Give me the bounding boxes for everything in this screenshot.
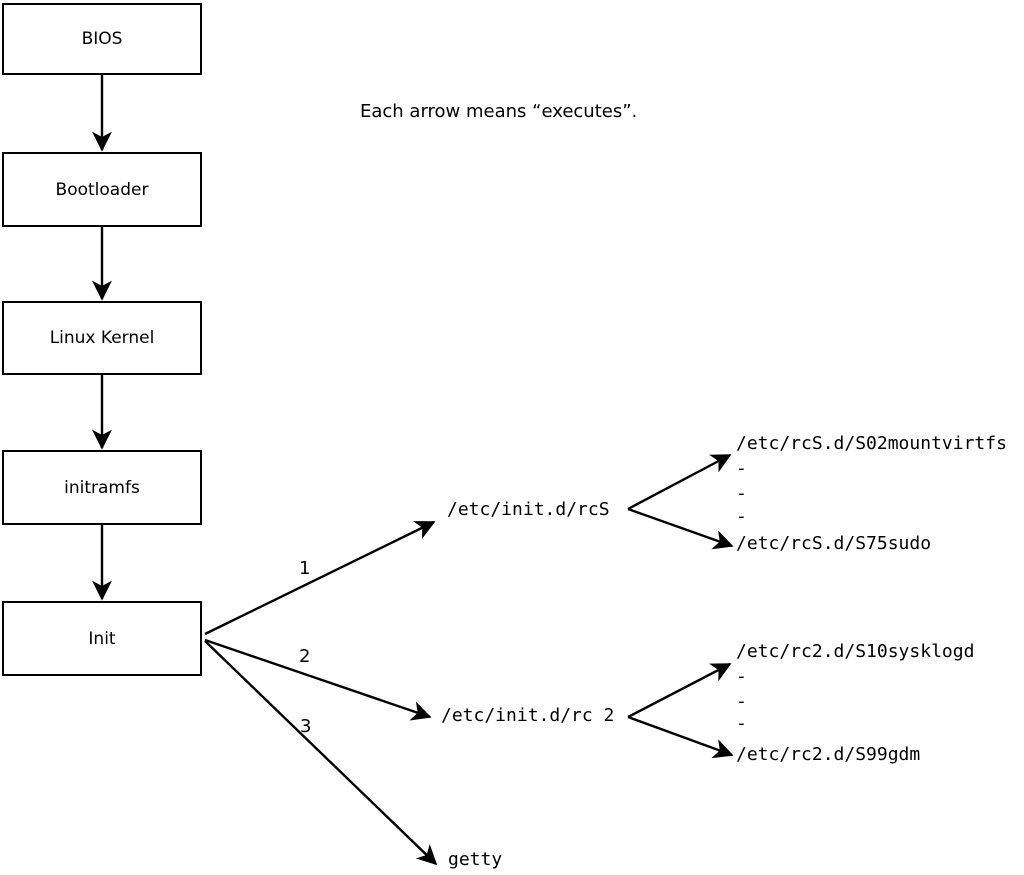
arrow-init-to-getty [204, 640, 438, 866]
box-bootloader-label: Bootloader [55, 179, 149, 200]
box-initramfs-label: initramfs [64, 477, 140, 498]
rcs-entry-s75sudo: /etc/rcS.d/S75sudo [736, 533, 932, 554]
rc2-entry-dash-2: - [736, 691, 747, 712]
box-linux-kernel: Linux Kernel [2, 301, 202, 375]
box-linux-kernel-label: Linux Kernel [49, 328, 155, 348]
arrow-rc2-to-s10sysklogd [627, 662, 732, 719]
arrow-init-to-rc2 [204, 638, 432, 721]
box-init-label: Init [88, 628, 116, 649]
arrow-rcs-to-s75sudo [627, 507, 734, 550]
rc2-entry-dash-1: - [736, 666, 747, 687]
arrow-rc2-to-s99gdm [627, 715, 734, 759]
branch-number-2: 2 [299, 646, 311, 667]
script-getty: getty [448, 849, 503, 870]
arrow-init-to-rcs [204, 520, 436, 636]
rc2-entry-dash-3: - [736, 713, 747, 734]
script-rc2: /etc/init.d/rc 2 [441, 705, 615, 726]
legend-note: Each arrow means “executes”. [360, 101, 638, 122]
box-init: Init [2, 601, 202, 676]
rc2-entry-s99gdm: /etc/rc2.d/S99gdm [736, 744, 921, 765]
box-initramfs: initramfs [2, 450, 202, 525]
rc2-entry-s10sysklogd: /etc/rc2.d/S10sysklogd [736, 641, 975, 662]
rcs-entry-s02mountvirtfs: /etc/rcS.d/S02mountvirtfs [736, 433, 1007, 454]
box-bootloader: Bootloader [2, 152, 202, 227]
rcs-entry-dash-3: - [736, 506, 747, 527]
box-bios-label: BIOS [81, 29, 123, 49]
rcs-entry-dash-1: - [736, 458, 747, 479]
branch-number-1: 1 [299, 558, 311, 579]
box-bios: BIOS [2, 3, 202, 75]
branch-number-3: 3 [300, 716, 312, 737]
arrow-rcs-to-s02mountvirtfs [627, 453, 732, 511]
rcs-entry-dash-2: - [736, 483, 747, 504]
script-rcs: /etc/init.d/rcS [447, 499, 610, 520]
